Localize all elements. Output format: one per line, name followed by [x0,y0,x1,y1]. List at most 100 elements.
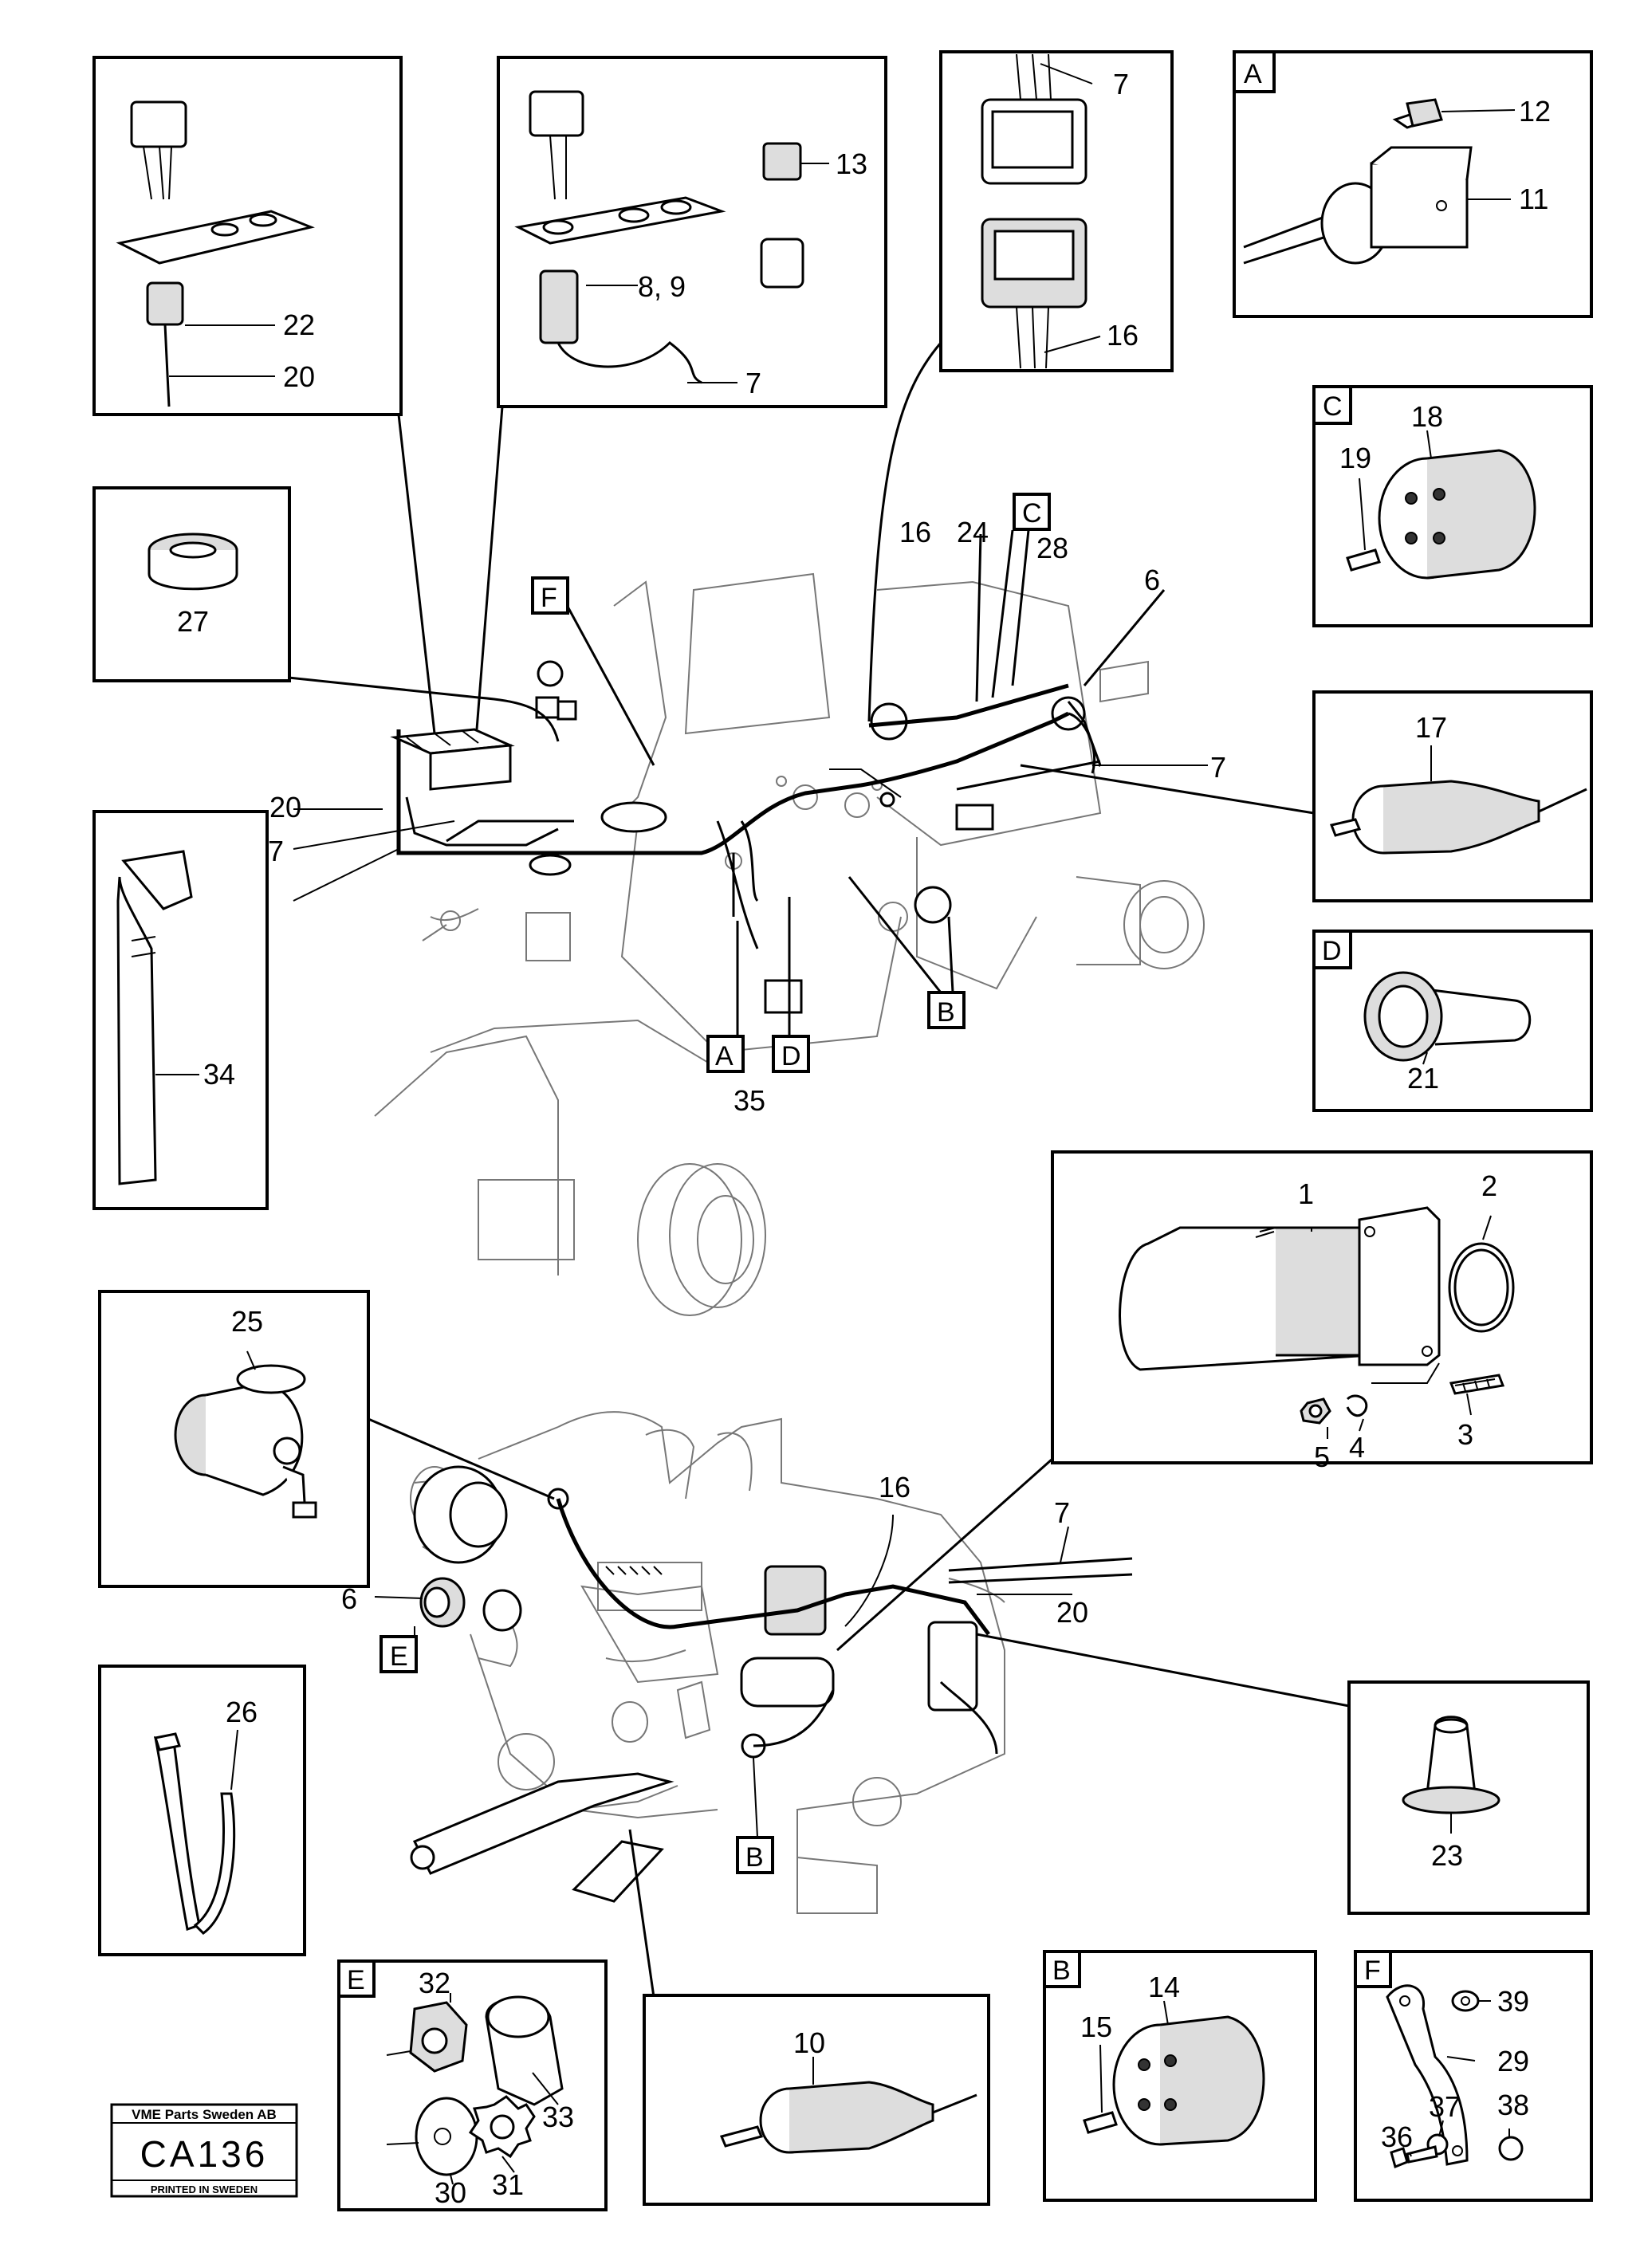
callout-20: 20 [283,360,315,393]
callout-24: 24 [957,516,989,548]
callout-38: 38 [1497,2089,1529,2121]
lower-engine [410,1411,1133,1914]
detail-letter-B: B [1052,1956,1071,1986]
callout-18: 18 [1411,400,1443,433]
callout-5: 5 [1314,1441,1330,1473]
detail-marker-F [531,576,569,615]
callout-25: 25 [231,1305,263,1338]
detail-sender-22: 22 20 [92,56,403,416]
callout-8-9: 8, 9 [638,270,686,303]
detail-grommet-27: 27 [92,486,291,682]
detail-F: F 39 29 37 38 36 [1354,1950,1593,2202]
detail-D: D 21 [1312,930,1593,1112]
detail-connector-16: 7 16 [939,50,1174,372]
callout-11: 11 [1519,183,1548,215]
leader-line [956,760,1101,791]
title-block: VME Parts Sweden AB CA136 PRINTED IN SWE… [110,2103,298,2198]
callout-21: 21 [1407,1062,1439,1095]
callout-6-lower: 6 [341,1582,357,1615]
callout-20-upper: 20 [269,791,301,823]
callout-16-upper: 16 [899,516,931,548]
detail-B: B 15 14 [1043,1950,1317,2202]
callout-19: 19 [1339,442,1371,474]
leader-line [836,1457,1053,1652]
callout-30: 30 [435,2176,466,2209]
leader-line [288,676,560,742]
detail-marker-D [772,1035,810,1073]
leader-line [867,342,942,722]
callout-14: 14 [1148,1971,1180,2003]
callout-3: 3 [1457,1418,1473,1451]
leader-line [397,414,436,734]
callout-22: 22 [283,309,315,341]
leader-line [736,897,791,1036]
detail-connector-17: 17 [1312,690,1593,902]
title-company: VME Parts Sweden AB [132,2107,277,2122]
leader-line [374,1596,423,1638]
detail-letter-D-marker: D [781,1041,801,1071]
leader-line [848,876,954,993]
detail-letter-E-marker: E [390,1641,408,1672]
leader-line [368,1417,555,1500]
detail-marker-A [706,1035,745,1073]
callout-6-upper: 6 [1144,564,1160,596]
detail-letter-A: A [1244,59,1262,89]
detail-strap-26: 26 [98,1665,306,1956]
callout-17: 17 [1415,711,1447,744]
leader-line [844,1514,894,1627]
detail-strap-34: 34 [92,810,269,1210]
leader-line [753,1757,758,1838]
detail-letter-B-upper: B [937,997,955,1028]
detail-letter-A-marker: A [715,1041,734,1071]
leader-line [628,1829,655,1998]
callout-31: 31 [492,2168,524,2201]
callout-27: 27 [177,605,209,638]
detail-marker-B-lower [736,1836,774,1874]
leader-line [829,768,902,798]
callout-29: 29 [1497,2045,1529,2077]
leader-line [1020,764,1315,815]
detail-sensor-25: 25 [98,1290,370,1588]
detail-letter-F-marker: F [541,583,557,613]
leader-line [975,529,1166,766]
callout-20-lower: 20 [1056,1596,1088,1629]
leader-line [475,406,504,730]
callout-7-connector: 7 [1113,68,1129,100]
callout-7-top: 7 [745,367,761,399]
callout-4: 4 [1349,1431,1365,1464]
callout-33: 33 [542,2101,574,2133]
callout-7-upper-right: 7 [1210,751,1226,784]
detail-grommet-23: 23 [1347,1680,1590,1915]
leader-line [977,1526,1072,1595]
detail-marker-C [1013,493,1051,531]
detail-letter-D: D [1322,936,1342,966]
leader-line [293,808,455,902]
callout-12: 12 [1519,95,1551,128]
detail-connector-10: 10 [643,1994,990,2206]
callout-37: 37 [1429,2090,1461,2123]
detail-sender-8-9: 13 8, 9 7 [497,56,887,408]
callout-1: 1 [1298,1177,1314,1210]
callout-26: 26 [226,1696,258,1728]
callout-15: 15 [1080,2011,1112,2043]
callout-7-upper-left: 7 [268,835,284,867]
callout-28: 28 [1036,532,1068,564]
callout-39: 39 [1497,1985,1529,2018]
callout-2: 2 [1481,1169,1497,1202]
detail-letter-F: F [1364,1956,1381,1986]
leader-line [976,1633,1350,1708]
detail-C: C 19 18 [1312,385,1593,627]
callout-34: 34 [203,1058,235,1091]
title-code: CA136 [140,2133,269,2175]
detail-E: E 32 33 30 31 [337,1959,608,2211]
detail-letter-E: E [347,1965,365,1995]
detail-motor-1: 1 2 3 4 5 [1051,1150,1593,1473]
detail-letter-C-marker: C [1022,498,1042,529]
callout-32: 32 [419,1967,450,1999]
title-printed: PRINTED IN SWEDEN [151,2183,258,2195]
callout-16-top: 16 [1107,319,1139,352]
callout-16-lower: 16 [879,1471,910,1503]
callout-13: 13 [836,147,867,180]
leader-line [560,595,655,766]
